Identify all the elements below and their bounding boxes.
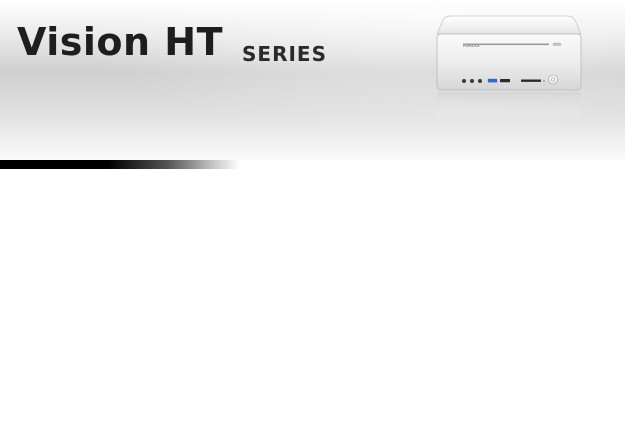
audio-jack-icon bbox=[478, 79, 482, 83]
audio-jack-icon bbox=[470, 79, 474, 83]
brand-logo: ASRock bbox=[462, 43, 480, 49]
optical-drive-slot bbox=[463, 43, 549, 46]
eject-button bbox=[552, 42, 562, 46]
mini-pc-product-image: ASRock bbox=[436, 15, 582, 122]
product-title: Vision HT bbox=[17, 20, 224, 64]
power-button-icon bbox=[548, 74, 558, 85]
header-banner: Vision HT SERIES ASRock bbox=[0, 0, 625, 160]
device-reflection bbox=[437, 92, 581, 122]
usb-port-icon bbox=[500, 79, 510, 83]
card-reader-slot bbox=[521, 79, 541, 82]
status-led-icon bbox=[543, 80, 545, 82]
device-front bbox=[436, 33, 582, 91]
usb-port-icon bbox=[487, 78, 498, 83]
series-label: SERIES bbox=[242, 42, 327, 66]
device-top bbox=[436, 15, 582, 35]
audio-jack-icon bbox=[462, 79, 466, 83]
accent-bar bbox=[0, 160, 240, 169]
